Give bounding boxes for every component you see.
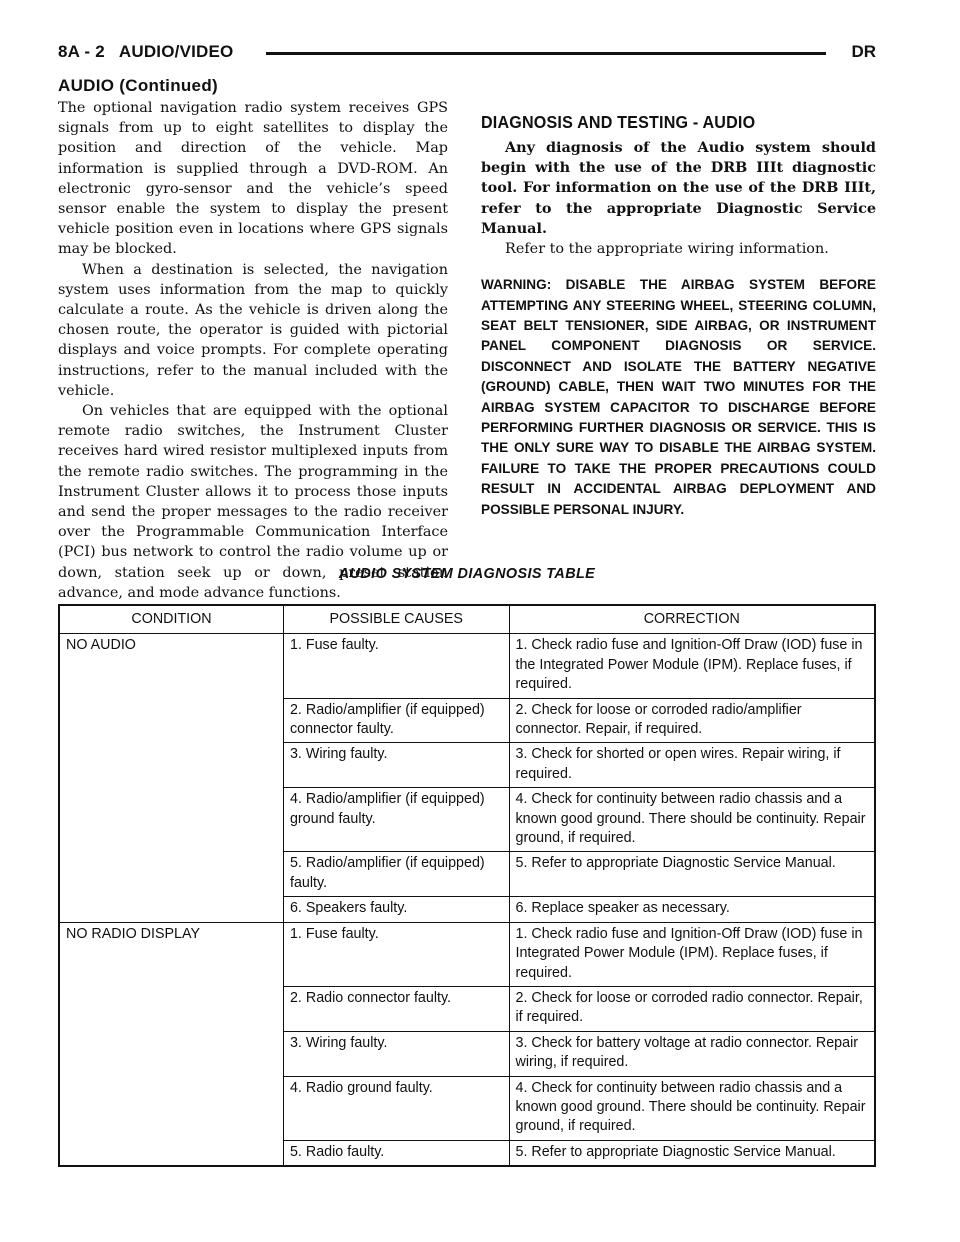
header-possible-causes: POSSIBLE CAUSES xyxy=(282,604,510,635)
cause-cell: 5. Radio faulty. xyxy=(282,1139,510,1167)
cause-cell: 3. Wiring faulty. xyxy=(282,1030,510,1077)
cause-cell: 2. Radio connector faulty. xyxy=(282,985,510,1032)
table-row: NO RADIO DISPLAY 1. Fuse faulty. 1. Chec… xyxy=(58,921,876,1167)
header-condition: CONDITION xyxy=(58,604,284,635)
table-row: 2. Radio/amplifier (if equipped) connect… xyxy=(59,697,876,744)
continued-heading: AUDIO (Continued) xyxy=(58,76,218,95)
header-correction: CORRECTION xyxy=(508,604,876,635)
cause-cell: 3. Wiring faulty. xyxy=(282,742,510,789)
paragraph-destination: When a destination is selected, the navi… xyxy=(58,261,448,399)
wiring-reference: Refer to the appropriate wiring informat… xyxy=(505,241,829,258)
correction-cell: 2. Check for loose or corroded radio con… xyxy=(508,985,876,1032)
table-row: NO AUDIO 1. Fuse faulty. 1. Check radio … xyxy=(58,633,876,923)
paragraph-remote-switches: On vehicles that are equipped with the o… xyxy=(58,403,448,601)
header-rule xyxy=(266,52,826,55)
condition-cell: NO RADIO DISPLAY xyxy=(58,921,284,1167)
correction-cell: 4. Check for continuity between radio ch… xyxy=(508,787,876,853)
cause-cell: 5. Radio/amplifier (if equipped) faulty. xyxy=(282,851,510,898)
correction-cell: 3. Check for shorted or open wires. Repa… xyxy=(508,742,876,789)
cause-cell: 1. Fuse faulty. xyxy=(282,633,510,699)
table-header-row: CONDITION POSSIBLE CAUSES CORRECTION xyxy=(58,604,876,635)
table-title: AUDIO SYSTEM DIAGNOSIS TABLE xyxy=(338,566,596,582)
correction-cell: 2. Check for loose or corroded radio/amp… xyxy=(508,697,876,744)
right-column: DIAGNOSIS AND TESTING - AUDIO Any diagno… xyxy=(481,112,876,520)
section-heading: DIAGNOSIS AND TESTING - AUDIO xyxy=(481,112,756,132)
correction-cell: 1. Check radio fuse and Ignition-Off Dra… xyxy=(508,921,876,987)
header-left: 8A - 2 AUDIO/VIDEO xyxy=(58,42,233,62)
table-row: 5. Radio faulty. 5. Refer to appropriate… xyxy=(59,1139,876,1167)
diagnosis-intro: Any diagnosis of the Audio system should… xyxy=(481,139,876,237)
correction-cell: 5. Refer to appropriate Diagnostic Servi… xyxy=(508,851,876,898)
correction-cell: 3. Check for battery voltage at radio co… xyxy=(508,1030,876,1077)
section-title: AUDIO/VIDEO xyxy=(118,42,234,61)
page-number: 8A - 2 xyxy=(58,42,105,61)
table-row: 6. Speakers faulty. 6. Replace speaker a… xyxy=(59,896,876,923)
paragraph-navigation: The optional navigation radio system rec… xyxy=(58,100,448,258)
table-row: 4. Radio/amplifier (if equipped) ground … xyxy=(59,787,876,853)
diagnosis-table: CONDITION POSSIBLE CAUSES CORRECTION NO … xyxy=(58,604,876,1168)
correction-cell: 1. Check radio fuse and Ignition-Off Dra… xyxy=(508,633,876,699)
cause-cell: 6. Speakers faulty. xyxy=(282,896,510,923)
model-code: DR xyxy=(851,42,876,61)
correction-cell: 5. Refer to appropriate Diagnostic Servi… xyxy=(508,1139,876,1167)
left-column: The optional navigation radio system rec… xyxy=(58,98,448,603)
page-header: 8A - 2 AUDIO/VIDEO DR xyxy=(58,40,876,70)
table-row: 2. Radio connector faulty. 2. Check for … xyxy=(59,985,876,1032)
table-row: 4. Radio ground faulty. 4. Check for con… xyxy=(59,1075,876,1141)
condition-cell: NO AUDIO xyxy=(58,633,284,923)
cause-cell: 1. Fuse faulty. xyxy=(282,921,510,987)
correction-cell: 6. Replace speaker as necessary. xyxy=(508,896,876,923)
table-row: 5. Radio/amplifier (if equipped) faulty.… xyxy=(59,851,876,898)
table-row: 3. Wiring faulty. 3. Check for battery v… xyxy=(59,1030,876,1077)
cause-cell: 4. Radio ground faulty. xyxy=(282,1075,510,1141)
correction-cell: 4. Check for continuity between radio ch… xyxy=(508,1075,876,1141)
airbag-warning: WARNING: DISABLE THE AIRBAG SYSTEM BEFOR… xyxy=(481,277,876,517)
cause-cell: 2. Radio/amplifier (if equipped) connect… xyxy=(282,697,510,744)
cause-cell: 4. Radio/amplifier (if equipped) ground … xyxy=(282,787,510,853)
